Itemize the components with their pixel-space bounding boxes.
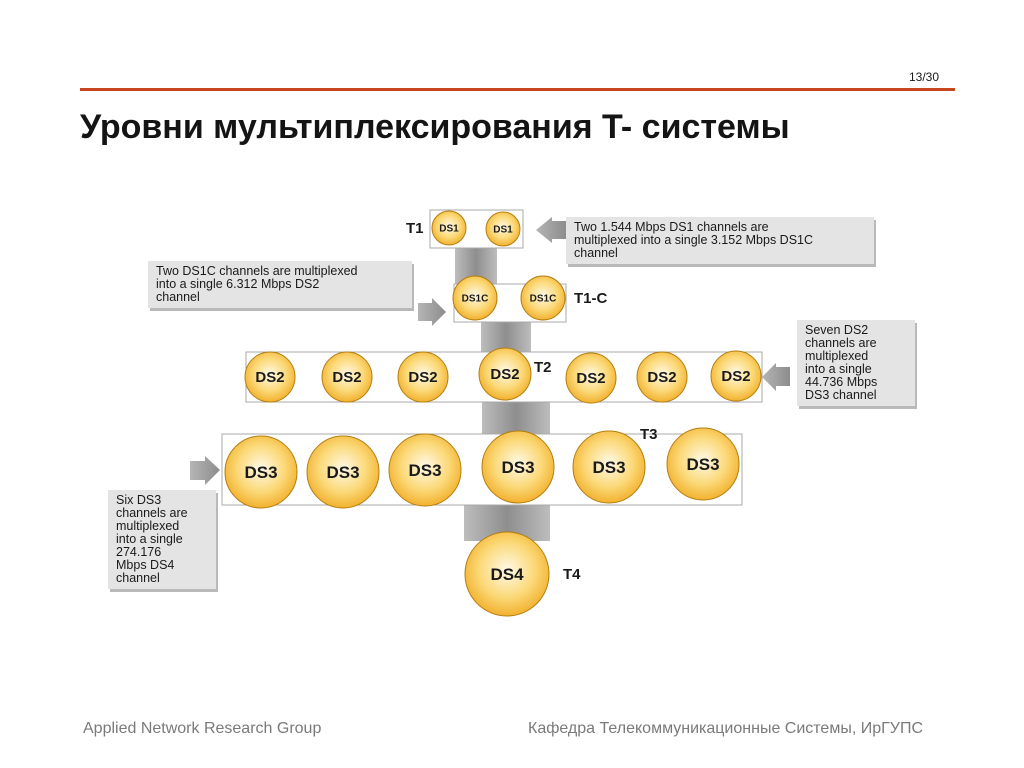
level-label-t1: T1 <box>406 220 424 237</box>
note-line: into a single <box>116 532 183 546</box>
note-line: Two DS1C channels are multiplexed <box>156 264 358 278</box>
note-line: channel <box>156 290 200 304</box>
node-ds3: DS3 <box>666 427 740 501</box>
svg-text:DS1: DS1 <box>493 225 513 236</box>
svg-text:DS1C: DS1C <box>462 294 489 305</box>
node-ds3: DS3 <box>306 435 380 509</box>
note-ds3-to-ds4: Six DS3 channels are multiplexed into a … <box>108 490 216 589</box>
note-line: into a single <box>805 362 872 376</box>
svg-text:DS2: DS2 <box>255 369 284 386</box>
svg-text:DS2: DS2 <box>332 369 361 386</box>
note-line: multiplexed into a single 3.152 Mbps DS1… <box>574 233 814 247</box>
node-ds3: DS3 <box>572 430 646 504</box>
arrow-ds2-input <box>762 363 790 391</box>
note-line: channels are <box>116 506 188 520</box>
svg-text:DS3: DS3 <box>592 458 625 477</box>
svg-text:DS2: DS2 <box>721 368 750 385</box>
frame-t3 <box>221 433 743 506</box>
node-ds1c: DS1C <box>520 275 566 321</box>
svg-text:DS2: DS2 <box>576 370 605 387</box>
channel-t1c-t2 <box>481 322 531 352</box>
note-line: into a single 6.312 Mbps DS2 <box>156 277 320 291</box>
note-line: DS3 channel <box>805 388 877 402</box>
node-ds2: DS2 <box>636 351 688 403</box>
note-line: 44.736 Mbps <box>805 375 878 389</box>
node-ds3: DS3 <box>224 435 298 509</box>
note-ds2-to-ds3: Seven DS2 channels are multiplexed into … <box>797 320 915 406</box>
node-ds1: DS1 <box>431 210 467 246</box>
node-ds2: DS2 <box>321 351 373 403</box>
footer-organization: Applied Network Research Group <box>83 720 322 737</box>
svg-text:DS2: DS2 <box>490 366 519 383</box>
arrow-ds1-input <box>536 217 566 243</box>
node-ds2: DS2 <box>244 351 296 403</box>
node-ds3: DS3 <box>481 430 555 504</box>
level-label-t3: T3 <box>640 426 658 443</box>
node-ds2: DS2 <box>397 351 449 403</box>
frame-t1 <box>429 209 524 249</box>
arrow-ds1c-input <box>418 298 446 326</box>
svg-text:DS3: DS3 <box>326 463 359 482</box>
node-ds2: DS2 <box>565 352 617 404</box>
note-line: Mbps DS4 <box>116 558 175 572</box>
note-line: channel <box>574 246 618 260</box>
node-ds1c: DS1C <box>452 275 498 321</box>
svg-text:DS3: DS3 <box>686 455 719 474</box>
channel-t2-t3 <box>482 402 550 434</box>
level-label-t4: T4 <box>563 566 581 583</box>
note-line: Two 1.544 Mbps DS1 channels are <box>574 220 769 234</box>
svg-text:DS1C: DS1C <box>530 294 557 305</box>
node-ds4: DS4 <box>464 531 550 617</box>
node-ds3: DS3 <box>388 433 462 507</box>
footer-department: Кафедра Телекоммуникационные Системы, Ир… <box>528 720 923 737</box>
node-ds2: DS2 <box>478 347 532 401</box>
node-ds1: DS1 <box>485 211 521 247</box>
note-line: Six DS3 <box>116 493 162 507</box>
note-line: 274.176 <box>116 545 162 559</box>
svg-text:DS2: DS2 <box>408 369 437 386</box>
page-number: 13/30 <box>909 70 940 84</box>
note-ds1-to-ds1c: Two 1.544 Mbps DS1 channels are multiple… <box>566 217 874 264</box>
svg-text:DS1: DS1 <box>439 224 459 235</box>
note-ds1c-to-ds2: Two DS1C channels are multiplexed into a… <box>148 261 412 308</box>
node-ds2: DS2 <box>710 350 762 402</box>
svg-text:DS4: DS4 <box>490 565 524 584</box>
level-label-t1c: T1-C <box>574 290 608 307</box>
svg-text:DS3: DS3 <box>408 461 441 480</box>
note-line: channel <box>116 571 160 585</box>
note-line: channels are <box>805 336 877 350</box>
header-rule <box>80 88 955 91</box>
svg-text:DS3: DS3 <box>501 458 534 477</box>
slide-title: Уровни мультиплексирования T- системы <box>80 108 790 146</box>
note-line: multiplexed <box>116 519 180 533</box>
level-label-t2: T2 <box>534 359 552 376</box>
svg-text:DS3: DS3 <box>244 463 277 482</box>
note-line: multiplexed <box>805 349 869 363</box>
arrow-ds3-input <box>190 456 220 485</box>
svg-text:DS2: DS2 <box>647 369 676 386</box>
note-line: Seven DS2 <box>805 323 869 337</box>
